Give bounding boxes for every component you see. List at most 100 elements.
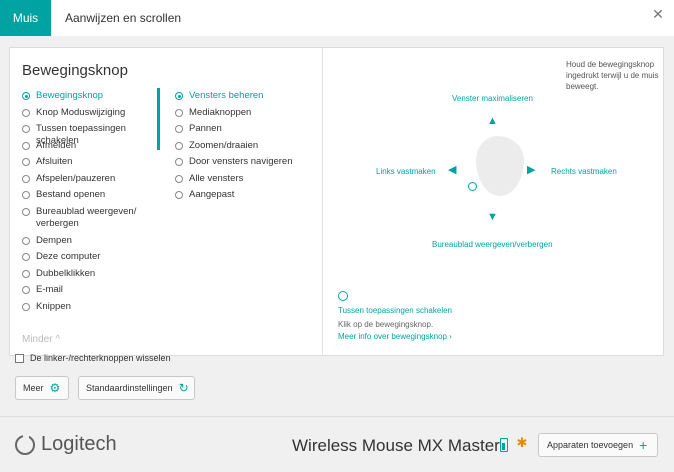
restore-defaults-label: Standaardinstellingen xyxy=(86,383,173,393)
sub-action-option[interactable]: Zoomen/draaien xyxy=(175,140,320,157)
logitech-logo-mark xyxy=(15,434,35,455)
radio-icon[interactable] xyxy=(22,108,30,117)
action-option[interactable]: E-mail xyxy=(22,284,160,301)
refresh-icon: ↻ xyxy=(178,381,189,395)
help-text: Houd de bewegingsknop ingedrukt terwijl … xyxy=(566,60,659,91)
action-option-label: Deze computer xyxy=(36,251,101,262)
radio-icon[interactable] xyxy=(22,125,30,133)
add-devices-button[interactable]: Apparaten toevoegen + xyxy=(538,433,658,457)
switch-apps-title: Tussen toepassingen schakelen xyxy=(338,306,452,315)
action-option-label: Afmelden xyxy=(36,139,77,151)
less-toggle[interactable]: Minder ^ xyxy=(22,334,61,345)
action-option[interactable]: Tussen toepassingen schakelen xyxy=(22,123,160,146)
restore-defaults-button[interactable]: Standaardinstellingen ↻ xyxy=(78,376,195,400)
action-option[interactable]: Dempen xyxy=(22,235,160,252)
action-option-label: Bureaublad weergeven/ verbergen xyxy=(36,205,137,229)
device-name[interactable]: Wireless Mouse MX Master xyxy=(292,436,500,455)
action-option[interactable]: Afsluiten xyxy=(22,156,160,173)
action-option-label: Dubbelklikken xyxy=(36,267,96,279)
action-option-label: Afspelen/pauzeren xyxy=(36,172,116,184)
unifying-receiver-icon: ✱ xyxy=(516,435,528,450)
tab-muis[interactable]: Muis xyxy=(0,0,51,36)
radio-icon[interactable] xyxy=(22,158,30,166)
radio-icon[interactable] xyxy=(22,302,30,311)
swap-buttons-row[interactable]: De linker-/rechterknoppen wisselen xyxy=(15,353,171,363)
sub-action-option-label: Mediaknoppen xyxy=(189,106,252,118)
radio-icon[interactable] xyxy=(22,174,30,183)
logitech-logo: Logitech xyxy=(15,433,117,456)
sub-action-option[interactable]: Door vensters navigeren xyxy=(175,156,320,173)
radio-icon[interactable] xyxy=(175,92,183,100)
tab-aanwijzen-en-scrollen[interactable]: Aanwijzen en scrollen xyxy=(65,11,182,25)
footer-divider xyxy=(0,416,674,417)
radio-icon[interactable] xyxy=(175,174,183,183)
scrollbar-thumb[interactable] xyxy=(157,88,160,150)
sub-action-option-label: Door vensters navigeren xyxy=(189,156,293,167)
action-option[interactable]: Bestand openen xyxy=(22,189,160,206)
radio-icon[interactable] xyxy=(22,236,30,245)
action-option-label: Knippen xyxy=(36,300,71,312)
action-option-label: Bewegingsknop xyxy=(36,90,104,101)
radio-icon[interactable] xyxy=(22,191,30,199)
radio-icon[interactable] xyxy=(175,191,183,199)
action-option[interactable]: Dubbelklikken xyxy=(22,268,160,285)
action-option[interactable]: Knippen xyxy=(22,301,160,318)
radio-icon[interactable] xyxy=(22,92,30,100)
radio-icon[interactable] xyxy=(175,158,183,166)
radio-icon[interactable] xyxy=(175,125,183,133)
sub-action-option[interactable]: Vensters beheren xyxy=(175,90,320,107)
sub-action-option[interactable]: Alle vensters xyxy=(175,173,320,190)
action-option-label: Afsluiten xyxy=(36,156,73,167)
panel-divider xyxy=(322,48,323,355)
sub-action-option-label: Vensters beheren xyxy=(189,90,264,101)
radio-icon[interactable] xyxy=(22,141,30,150)
radio-icon[interactable] xyxy=(22,269,30,278)
gear-icon: ⚙ xyxy=(49,381,61,395)
action-option[interactable]: Bureaublad weergeven/ verbergen xyxy=(22,206,160,235)
action-option[interactable]: Afmelden xyxy=(22,140,160,157)
mouse-illustration xyxy=(476,136,524,196)
sub-action-option-label: Aangepast xyxy=(189,189,235,200)
action-option-label: E-mail xyxy=(36,284,63,295)
gesture-left-label: Links vastmaken xyxy=(376,167,436,176)
arrow-down-icon: ▼ xyxy=(487,211,498,223)
action-option[interactable]: Afspelen/pauzeren xyxy=(22,173,160,190)
action-option[interactable]: Bewegingsknop xyxy=(22,90,160,107)
gesture-up-label: Venster maximaliseren xyxy=(452,94,533,103)
action-option[interactable]: Deze computer xyxy=(22,251,160,268)
arrow-left-icon: ◀ xyxy=(448,164,457,176)
gesture-right-label: Rechts vastmaken xyxy=(551,167,617,176)
sub-action-option[interactable]: Aangepast xyxy=(175,189,320,206)
top-tab-bar: Muis Aanwijzen en scrollen ✕ xyxy=(0,0,674,36)
swap-buttons-label: De linker-/rechterknoppen wisselen xyxy=(30,353,171,363)
action-option-label: Bestand openen xyxy=(36,189,106,200)
more-button[interactable]: Meer ⚙ xyxy=(15,376,69,400)
sub-action-option[interactable]: Mediaknoppen xyxy=(175,107,320,124)
radio-icon[interactable] xyxy=(175,141,183,150)
sub-action-option-label: Pannen xyxy=(189,123,222,134)
sub-action-option[interactable]: Pannen xyxy=(175,123,320,140)
switch-apps-icon xyxy=(338,291,348,301)
panel-title: Bewegingsknop xyxy=(22,62,128,79)
action-option-label: Tussen toepassingen schakelen xyxy=(36,123,126,146)
action-option-label: Dempen xyxy=(36,234,72,246)
arrow-right-icon: ▶ xyxy=(527,164,536,176)
more-info-link[interactable]: Meer info over bewegingsknop › xyxy=(338,332,452,341)
radio-icon[interactable] xyxy=(175,108,183,117)
close-icon[interactable]: ✕ xyxy=(652,6,664,22)
arrow-up-icon: ▲ xyxy=(487,115,498,127)
add-devices-label: Apparaten toevoegen xyxy=(547,440,634,450)
radio-icon[interactable] xyxy=(22,253,30,261)
action-option[interactable]: Knop Moduswijziging xyxy=(22,107,160,124)
radio-icon[interactable] xyxy=(22,207,30,216)
brand-name: Logitech xyxy=(41,433,117,455)
gesture-down-label: Bureaublad weergeven/verbergen xyxy=(432,240,553,249)
battery-icon xyxy=(500,438,508,452)
swap-buttons-checkbox[interactable] xyxy=(15,353,24,363)
sub-action-option-label: Alle vensters xyxy=(189,172,244,184)
radio-icon[interactable] xyxy=(22,286,30,294)
more-button-label: Meer xyxy=(23,383,44,393)
